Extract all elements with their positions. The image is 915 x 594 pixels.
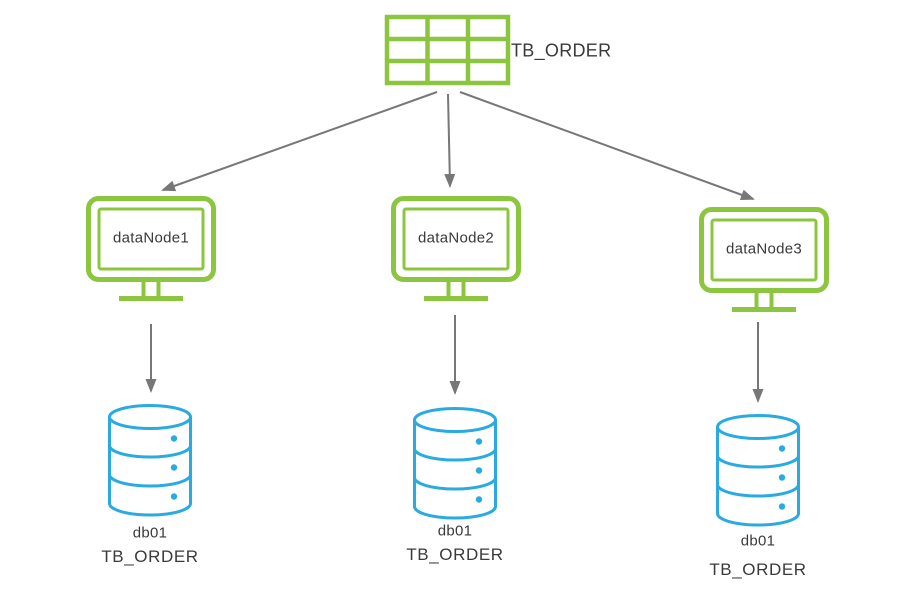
- db1-table-label: TB_ORDER: [101, 547, 199, 566]
- database-icon-db3: [716, 414, 800, 527]
- db3-table-label: TB_ORDER: [709, 560, 807, 579]
- arrow-table-to-node2: [444, 93, 456, 188]
- arrow-table-to-node3: [459, 91, 755, 201]
- monitor-icon-node3: [699, 207, 829, 312]
- arrow-table-to-node1: [161, 91, 438, 192]
- monitor-icon-node2: [391, 196, 521, 301]
- node1-label: dataNode1: [112, 229, 190, 247]
- db2-name-label: db01: [437, 522, 473, 540]
- node2-label: dataNode2: [417, 229, 495, 247]
- monitor-icon-node1: [86, 196, 216, 301]
- database-icon-db2: [413, 407, 497, 520]
- table-title: TB_ORDER: [511, 40, 612, 61]
- db2-table-label: TB_ORDER: [406, 545, 504, 564]
- db1-name-label: db01: [132, 524, 168, 542]
- db3-name-label: db01: [740, 532, 776, 550]
- node3-label: dataNode3: [725, 240, 803, 258]
- database-icon-db1: [108, 404, 192, 517]
- table-icon: [384, 14, 511, 86]
